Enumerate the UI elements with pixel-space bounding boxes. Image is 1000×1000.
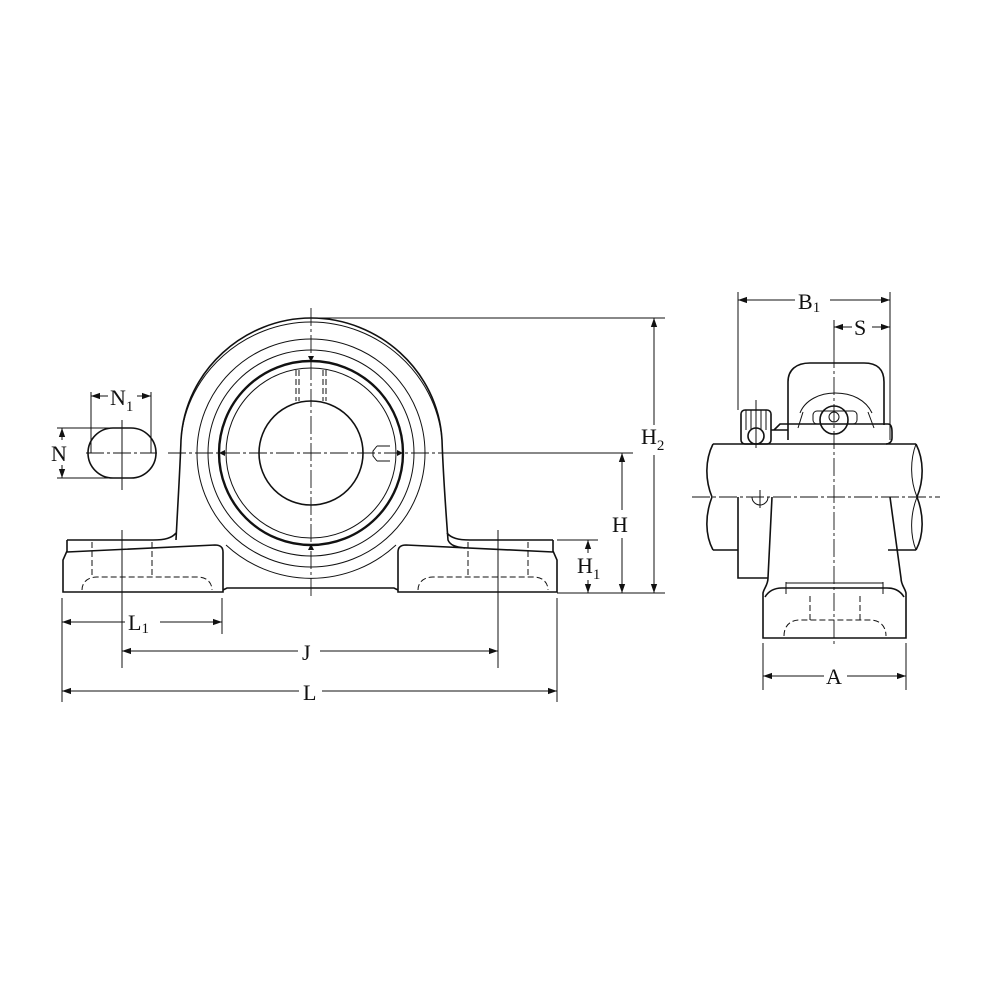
front-dimensions: N1 N H2 H H1 L1 J	[51, 317, 665, 705]
housing-outline-inner	[180, 321, 443, 441]
dim-label-n1: N1	[110, 385, 133, 415]
side-dimensions: B1 S A	[737, 289, 907, 690]
dim-label-l: L	[303, 680, 316, 705]
left-foot	[62, 539, 224, 593]
dim-label-j: J	[302, 640, 311, 665]
dim-label-l1: L1	[128, 610, 149, 637]
dim-label-n: N	[51, 441, 67, 466]
dim-label-h1: H1	[577, 553, 600, 583]
dim-label-s: S	[854, 315, 866, 340]
dim-label-a: A	[826, 664, 842, 689]
housing-outline	[175, 317, 466, 549]
front-view	[62, 308, 558, 668]
side-view	[692, 350, 940, 645]
dim-label-h2: H2	[641, 424, 664, 454]
dim-label-b1: B1	[798, 289, 820, 316]
dim-label-h: H	[612, 512, 628, 537]
right-foot	[397, 539, 558, 593]
side-housing	[762, 496, 907, 639]
